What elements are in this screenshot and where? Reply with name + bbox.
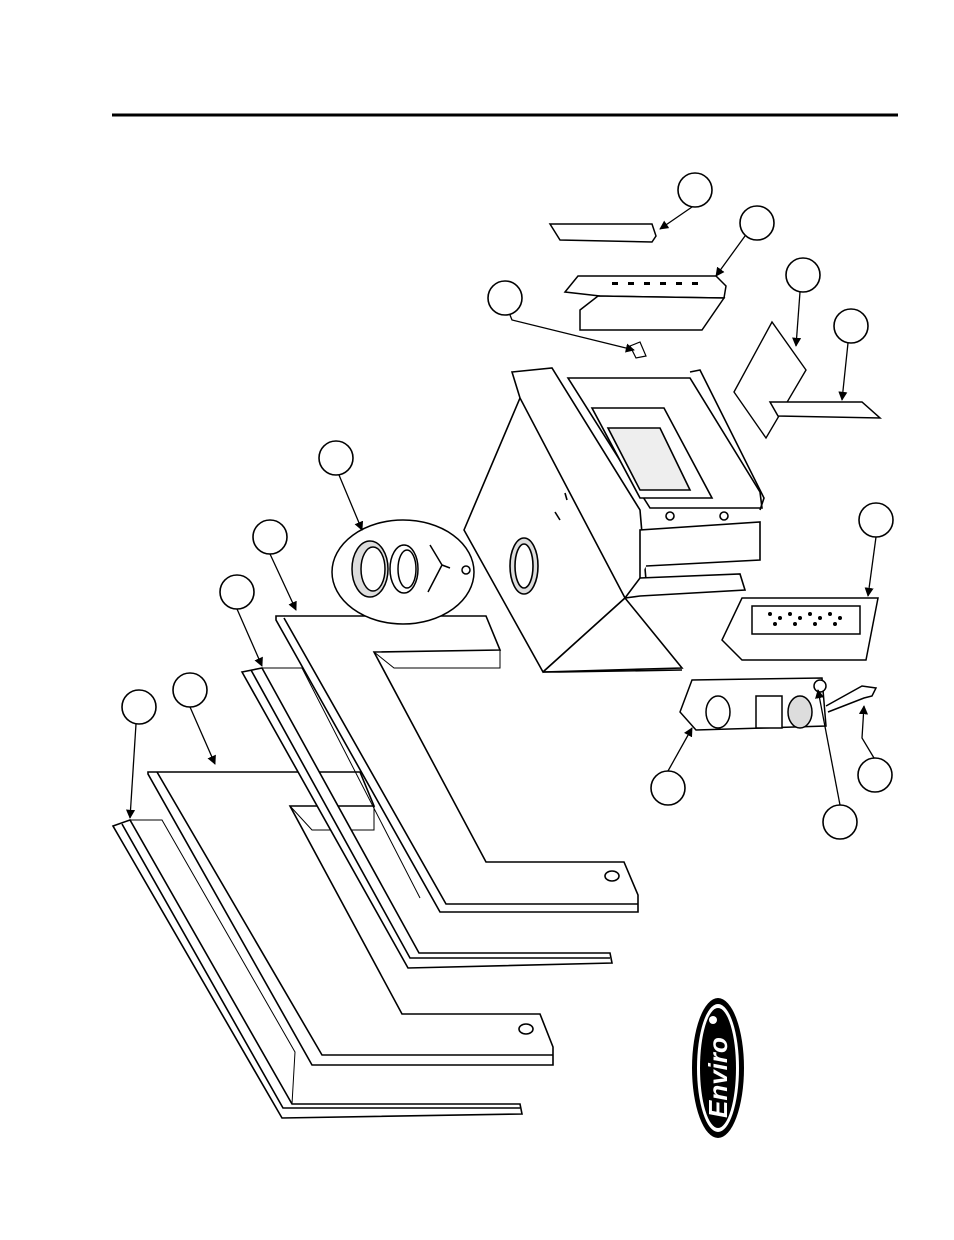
logo-text: Enviro	[703, 1037, 733, 1118]
callout-circle	[651, 771, 685, 805]
damper-assembly-detail	[332, 520, 474, 624]
side-trim-plate	[770, 402, 880, 418]
callout-circle	[319, 441, 353, 475]
firebox-body	[464, 368, 764, 672]
callout-circle	[834, 309, 868, 343]
frame-front-inner	[148, 772, 553, 1065]
top-grille-plate	[565, 276, 726, 330]
callout-circle	[786, 258, 820, 292]
callout-circle	[740, 206, 774, 240]
callout-circle	[823, 805, 857, 839]
top-trim-plate	[550, 224, 656, 242]
callout-circle	[859, 503, 893, 537]
enviro-logo: Enviro	[692, 998, 744, 1138]
blower-assembly	[680, 678, 876, 730]
gasket-sheet	[734, 322, 806, 438]
louvered-grille-panel	[722, 598, 878, 660]
callout-circle	[253, 520, 287, 554]
callout-circle	[122, 690, 156, 724]
callout-circle	[220, 575, 254, 609]
callout-circle	[858, 758, 892, 792]
callout-circle	[488, 281, 522, 315]
callout-circle	[173, 673, 207, 707]
callout-circle	[678, 173, 712, 207]
